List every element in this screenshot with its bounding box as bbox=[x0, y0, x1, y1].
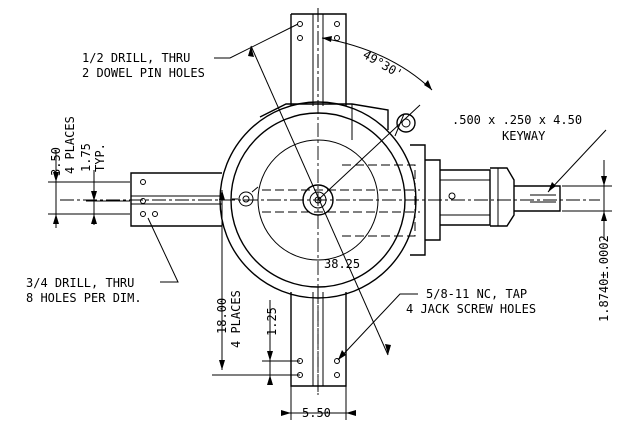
dowel-hole-top-right bbox=[334, 21, 340, 27]
bottom-mounting-foot bbox=[290, 288, 347, 392]
dim-175-label: 1.75 bbox=[79, 143, 93, 172]
shaft-diameter-label: 1.8740±.0002 bbox=[597, 235, 611, 322]
drill-note-line1: 3/4 DRILL, THRU bbox=[26, 276, 134, 290]
keyway-line2: KEYWAY bbox=[502, 129, 546, 143]
dowel-note-line2: 2 DOWEL PIN HOLES bbox=[82, 66, 205, 80]
dowel-hole-top-left bbox=[297, 21, 303, 27]
output-shaft-assembly bbox=[410, 144, 561, 256]
tap-note-line2: 4 JACK SCREW HOLES bbox=[406, 302, 536, 316]
dim-175-typ: TYP. bbox=[93, 143, 107, 172]
breather-fitting bbox=[394, 113, 416, 137]
bottom-dimension-550 bbox=[281, 386, 356, 420]
angle-label: 49°30' bbox=[361, 47, 406, 81]
diameter-label: 38.25 bbox=[324, 257, 360, 271]
dowel-note-line1: 1/2 DRILL, THRU bbox=[82, 51, 190, 65]
keyway-line1: .500 x .250 x 4.50 bbox=[452, 113, 582, 127]
left-mounting-foot bbox=[130, 172, 222, 227]
drill-note-line2: 8 HOLES PER DIM. bbox=[26, 291, 142, 305]
dim-350-label: 3.50 bbox=[49, 147, 63, 176]
dim-125-label: 1.25 bbox=[265, 307, 279, 336]
dim-1800-places: 4 PLACES bbox=[229, 290, 243, 348]
left-fitting bbox=[232, 186, 259, 207]
bottom-left-dimensions bbox=[212, 190, 300, 385]
top-mounting-foot bbox=[290, 8, 347, 110]
dim-550-label: 5.50 bbox=[302, 406, 331, 420]
dim-1800-label: 18.00 bbox=[215, 298, 229, 334]
left-dimensions bbox=[48, 150, 130, 228]
shaft-diameter-dimension bbox=[562, 160, 612, 240]
tap-note-line1: 5/8-11 NC, TAP bbox=[426, 287, 527, 301]
dim-350-places: 4 PLACES bbox=[63, 116, 77, 174]
